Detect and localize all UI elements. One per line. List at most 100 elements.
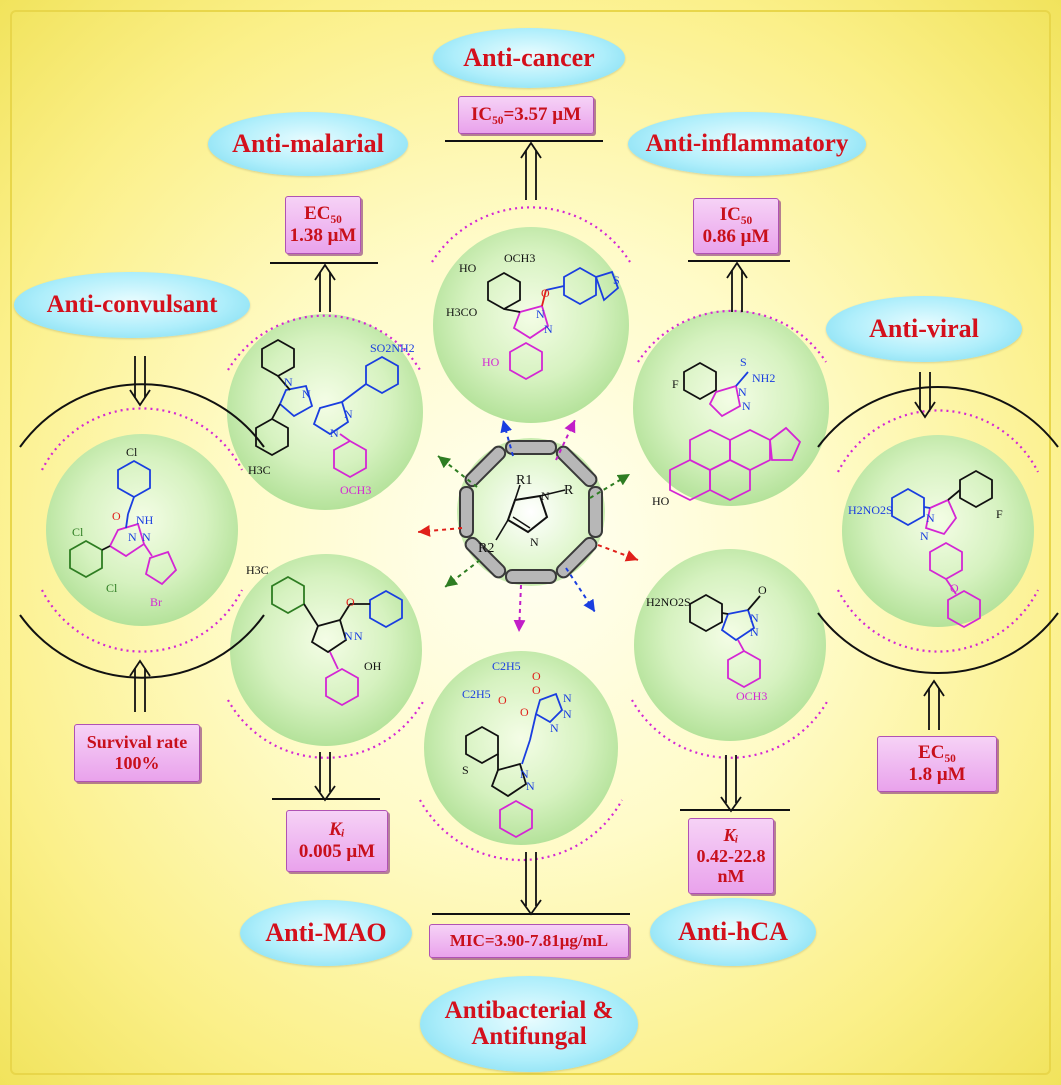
atom-label: H3C: [248, 463, 271, 477]
atom-label: N: [344, 407, 353, 421]
sphere-antiviral: [842, 435, 1034, 627]
core-labels: R1 R R2 N N: [478, 473, 574, 556]
value-anticancer: IC₅₀=3.57 μM: [458, 96, 594, 134]
molecule-antiviral: [891, 469, 993, 629]
atom-label: N: [742, 399, 751, 413]
atom-label: H3CO: [446, 305, 478, 319]
atom-label: OCH3: [340, 483, 371, 497]
atom-label: NH: [136, 513, 154, 527]
dotted-rings: [41, 206, 1039, 862]
atom-label: N: [750, 625, 759, 639]
molecule-anticancer: [487, 266, 620, 381]
atom-label: H3C: [246, 563, 269, 577]
molecule-antihca: [689, 593, 761, 689]
atom-label: O: [498, 693, 507, 707]
core-arrows: [417, 419, 639, 633]
label-antiviral: Anti-viral: [826, 296, 1022, 362]
atom-label: Cl: [106, 581, 118, 595]
sphere-antiinflammatory: [633, 310, 829, 506]
atom-label: O: [520, 705, 529, 719]
atom-label: N: [142, 530, 151, 544]
atom-label: N: [750, 611, 759, 625]
sphere-antihca: [634, 549, 826, 741]
double-arrows: [129, 141, 945, 916]
atom-label: N: [926, 511, 935, 525]
atom-label: N: [302, 387, 311, 401]
atom-label: N: [738, 385, 747, 399]
atom-label: HO: [459, 261, 477, 275]
sphere-antimalarial: [227, 314, 423, 510]
group-labels: HO OCH3 H3CO O N N S HO SO2NH2 N N N N H…: [72, 251, 1003, 793]
value-antibacterial: MIC=3.90-7.81μg/mL: [429, 924, 629, 958]
atom-label: Cl: [126, 445, 138, 459]
atom-label: S: [462, 763, 469, 777]
atom-label: F: [996, 507, 1003, 521]
sphere-anticancer: [433, 227, 629, 423]
core-r2-label: R2: [478, 541, 494, 556]
atom-label: O: [346, 595, 355, 609]
central-core: [457, 438, 605, 586]
label-anticancer: Anti-cancer: [433, 28, 625, 88]
label-antihca: Anti-hCA: [650, 898, 816, 966]
atom-label: OCH3: [736, 689, 767, 703]
atom-label: N: [563, 707, 572, 721]
molecule-antibacterial: [465, 692, 564, 839]
atom-label: O: [541, 286, 550, 300]
atom-label: N: [354, 629, 363, 643]
atom-label: SO2NH2: [370, 341, 415, 355]
atom-label: N: [128, 530, 137, 544]
label-antibacterial: Antibacterial &Antifungal: [420, 976, 638, 1072]
atom-label: N: [330, 426, 339, 440]
core-n2-label: N: [530, 535, 539, 549]
sphere-anticonvulsant: [46, 434, 238, 626]
core-r1-label: R1: [516, 473, 532, 488]
atom-label: N: [520, 767, 529, 781]
atom-label: O: [532, 683, 541, 697]
sphere-antibacterial: [424, 651, 618, 845]
molecule-skeletons: [69, 266, 993, 839]
black-arcs: [19, 383, 1059, 679]
label-antimao: Anti-MAO: [240, 900, 412, 966]
core-r-label: R: [564, 483, 574, 498]
atom-label: H2NO2S: [646, 595, 691, 609]
molecule-antiinflammatory: [669, 361, 802, 502]
molecule-antimao: [271, 575, 403, 707]
atom-label: N: [526, 779, 535, 793]
atom-label: N: [920, 529, 929, 543]
atom-label: F: [672, 377, 679, 391]
atom-label: N: [344, 629, 353, 643]
label-anticonvulsant: Anti-convulsant: [14, 272, 250, 338]
atom-label: OH: [364, 659, 382, 673]
atom-label: Br: [150, 595, 162, 609]
atom-label: OCH3: [504, 251, 535, 265]
molecule-anticonvulsant: [69, 459, 178, 586]
atom-label: N: [544, 322, 553, 336]
atom-label: S: [613, 273, 620, 287]
atom-label: Cl: [72, 525, 84, 539]
atom-label: H2NO2S: [848, 503, 893, 517]
outer-frame: [10, 10, 1051, 1075]
atom-label: HO: [652, 494, 670, 508]
atom-label: O: [950, 581, 959, 595]
atom-label: O: [112, 509, 121, 523]
label-antimalarial: Anti-malarial: [208, 112, 408, 176]
atom-label: O: [758, 583, 767, 597]
atom-label: N: [563, 691, 572, 705]
label-antiinflammatory: Anti-inflammatory: [628, 112, 866, 176]
atom-label: N: [284, 375, 293, 389]
atom-label: S: [740, 355, 747, 369]
atom-label: HO: [482, 355, 500, 369]
atom-label: N: [536, 307, 545, 321]
atom-label: C2H5: [492, 659, 521, 673]
atom-label: C2H5: [462, 687, 491, 701]
atom-label: NH2: [752, 371, 775, 385]
atom-label: O: [532, 669, 541, 683]
molecule-antimalarial: [255, 338, 399, 479]
atom-label: N: [550, 721, 559, 735]
